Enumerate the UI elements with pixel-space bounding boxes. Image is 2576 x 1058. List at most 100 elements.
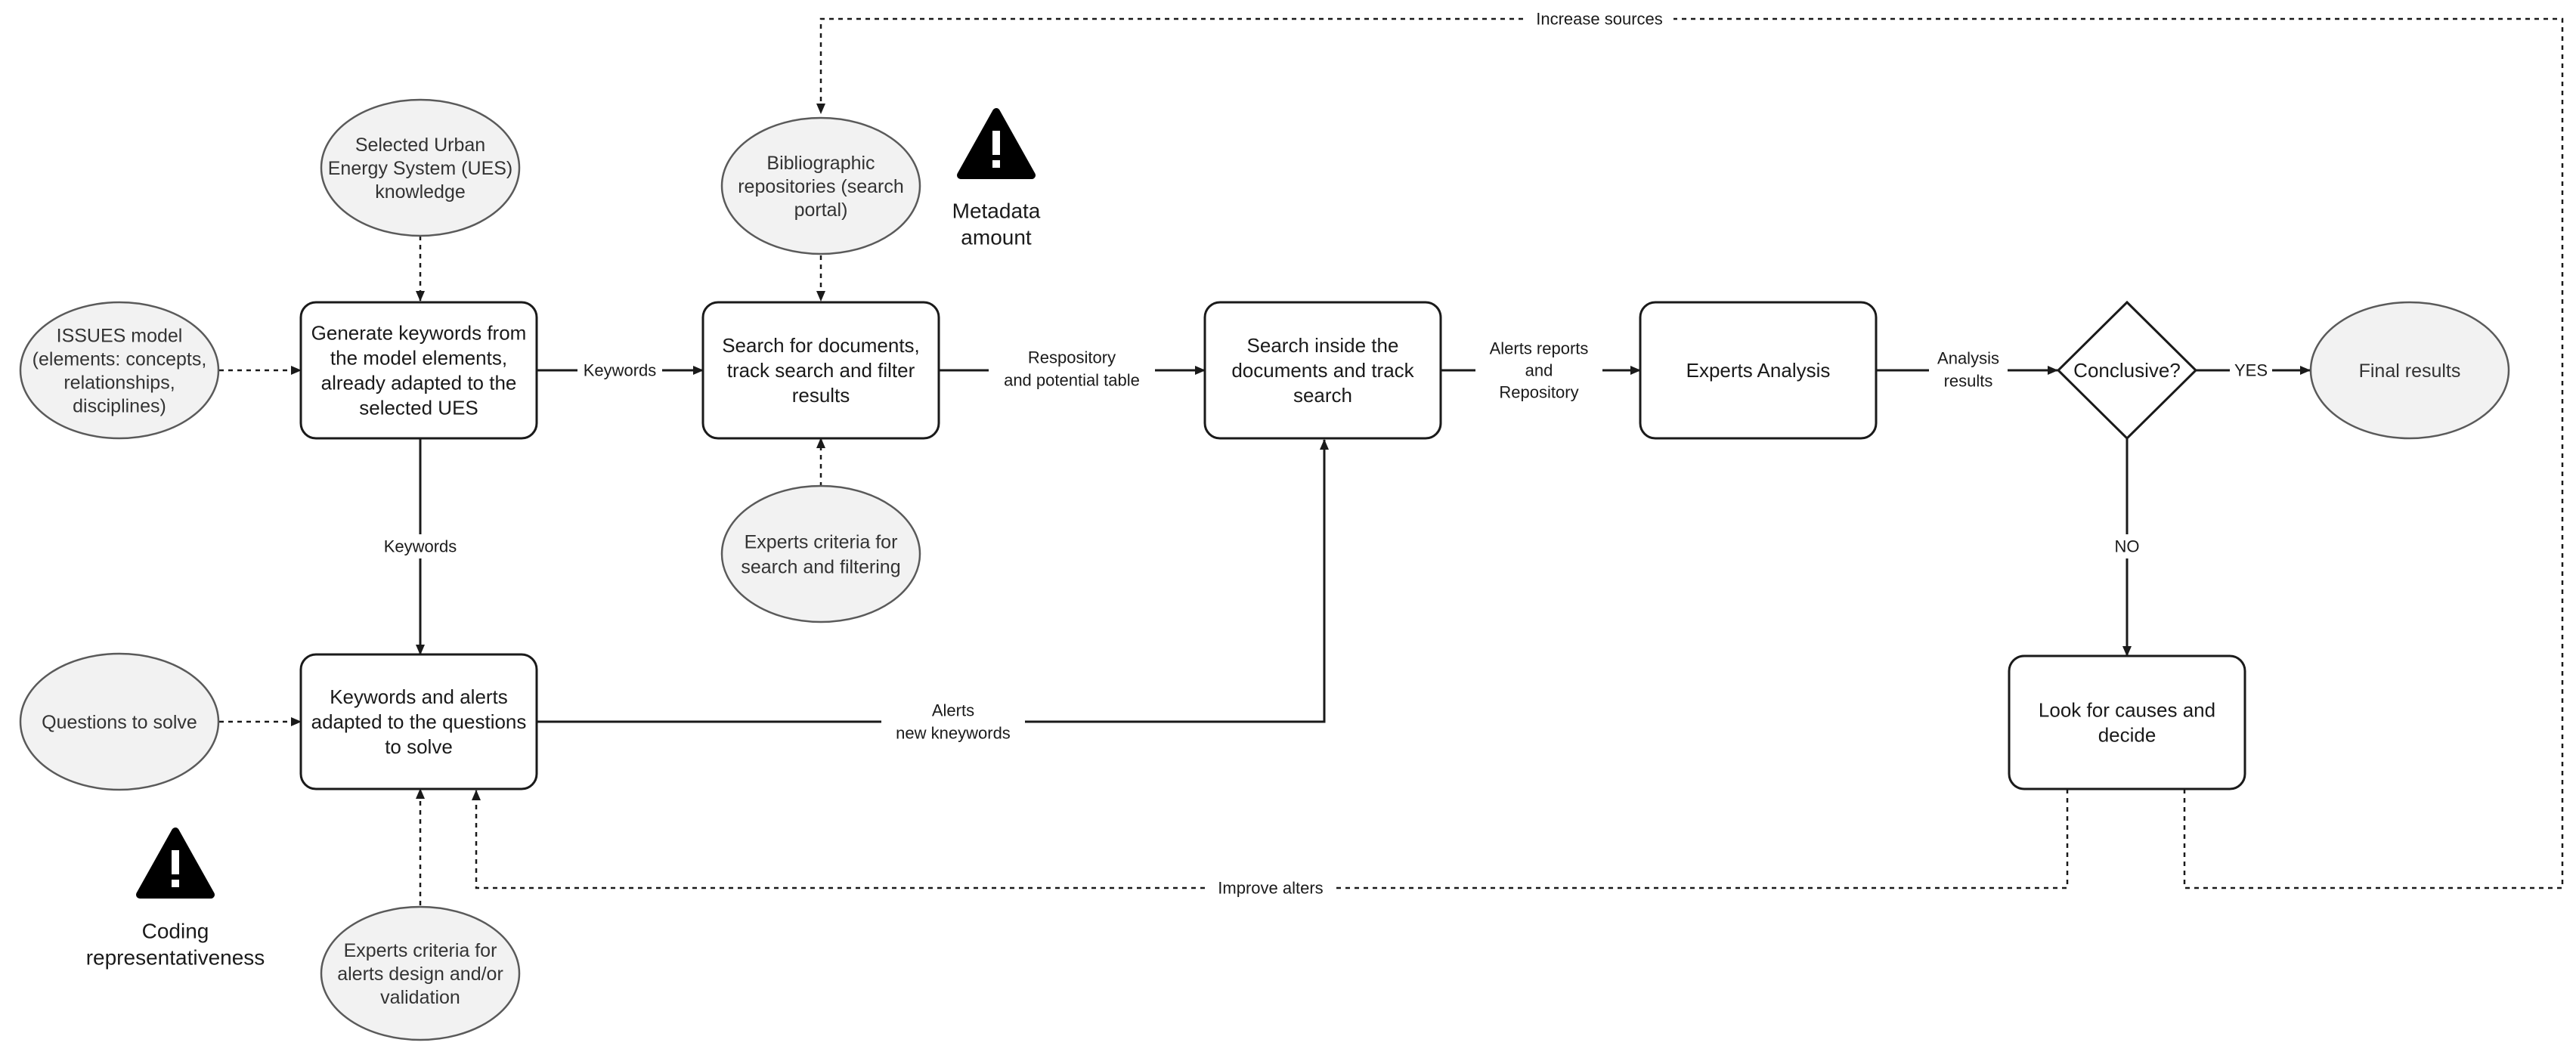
svg-text:Conclusive?: Conclusive?	[2073, 359, 2181, 382]
warning-metadata: Metadata amount	[952, 108, 1041, 249]
label-line: Repository	[1499, 383, 1578, 402]
label-line: Selected Urban	[355, 135, 485, 156]
label-keywords-right: Keywords	[577, 358, 662, 382]
process-experts-analysis: Experts Analysis	[1639, 301, 1878, 440]
svg-text:Experts Analysis: Experts Analysis	[1686, 359, 1831, 382]
label-line: Coding	[142, 919, 209, 942]
label-line: adapted to the questions	[311, 710, 527, 733]
label-line: search	[1293, 384, 1352, 407]
label-line: documents and track	[1231, 359, 1414, 382]
svg-text:Questions to solve: Questions to solve	[42, 712, 197, 733]
svg-text:Improve alters: Improve alters	[1218, 879, 1323, 898]
label-improve-alters: Improve alters	[1209, 877, 1332, 899]
label-line: alerts design and/or	[337, 964, 503, 985]
label-line: new kneywords	[896, 724, 1011, 743]
label-line: and	[1525, 361, 1553, 380]
label-line: Experts criteria for	[344, 940, 497, 961]
svg-text:Increase sources: Increase sources	[1536, 10, 1663, 29]
label-line: Analysis	[1937, 349, 1999, 368]
label-line: representativeness	[86, 945, 265, 969]
label-keywords-down: Keywords	[376, 534, 464, 558]
label-line: results	[1944, 372, 1993, 391]
label-line: repositories (search	[738, 176, 904, 197]
label-line: selected UES	[359, 397, 478, 419]
label-increase-sources: Increase sources	[1525, 8, 1673, 29]
label-line: relationships,	[63, 372, 175, 393]
warning-icon	[136, 828, 215, 899]
svg-text:Search for documents,track sea: Search for documents,track search and fi…	[722, 334, 920, 407]
label-line: portal)	[794, 200, 848, 221]
label-line: Experts criteria for	[745, 531, 898, 552]
label-line: Generate keywords from	[311, 322, 527, 345]
input-issues-model: ISSUES model(elements: concepts,relation…	[19, 301, 220, 440]
label-line: decide	[2098, 724, 2156, 747]
label-line: ISSUES model	[57, 325, 183, 346]
svg-text:Keywords: Keywords	[584, 361, 657, 380]
label-line: Keywords and alerts	[330, 685, 508, 708]
label-line: the model elements,	[330, 347, 507, 370]
process-search-documents: Search for documents,track search and fi…	[701, 301, 940, 440]
label-analysis-results: Analysis results	[1929, 346, 2008, 393]
svg-text:Keywords: Keywords	[384, 537, 457, 556]
edge-improve-alters	[472, 789, 2069, 889]
label-line: Alerts reports	[1490, 339, 1589, 358]
svg-text:YES: YES	[2234, 361, 2268, 380]
label-line: Metadata	[952, 199, 1041, 222]
warning-coding: Coding representativeness	[86, 828, 265, 969]
label-line: validation	[380, 987, 460, 1008]
label-line: YES	[2234, 361, 2268, 380]
edge-increase-sources	[816, 17, 2564, 889]
label-line: Search for documents,	[722, 334, 920, 357]
label-no: NO	[2107, 534, 2147, 558]
label-line: Look for causes and	[2039, 699, 2215, 722]
label-yes: YES	[2230, 358, 2272, 382]
label-line: Questions to solve	[42, 712, 197, 733]
label-line: Experts Analysis	[1686, 359, 1831, 382]
svg-text:NO: NO	[2115, 537, 2140, 556]
label-line: track search and filter	[727, 359, 915, 382]
input-experts-alerts: Experts criteria for alerts design and/or…	[320, 905, 521, 1041]
input-questions: Questions to solve	[19, 652, 220, 791]
label-line: Bibliographic	[766, 153, 875, 174]
label-line: disciplines)	[73, 395, 166, 416]
label-line: already adapted to the	[321, 372, 517, 394]
label-line: Increase sources	[1536, 10, 1663, 29]
label-line: Respository	[1028, 348, 1116, 367]
label-line: (elements: concepts,	[33, 348, 207, 370]
decision-conclusive: Conclusive?	[2056, 300, 2198, 441]
label-line: Keywords	[384, 537, 457, 556]
label-line: Keywords	[584, 361, 657, 380]
label-line: Search inside the	[1247, 334, 1399, 357]
edge-keywords-to-inside	[537, 439, 1329, 723]
svg-text:ISSUES model(elements: concept: ISSUES model(elements: concepts,relation…	[33, 325, 207, 416]
label-line: amount	[961, 225, 1032, 249]
label-repository-table: Respository and potential table	[989, 345, 1155, 392]
label-line: Alerts	[932, 701, 974, 720]
warning-icon	[957, 108, 1036, 179]
output-final-results: Final results	[2309, 301, 2510, 440]
label-line: and potential table	[1004, 371, 1140, 390]
label-line: Improve alters	[1218, 879, 1323, 898]
